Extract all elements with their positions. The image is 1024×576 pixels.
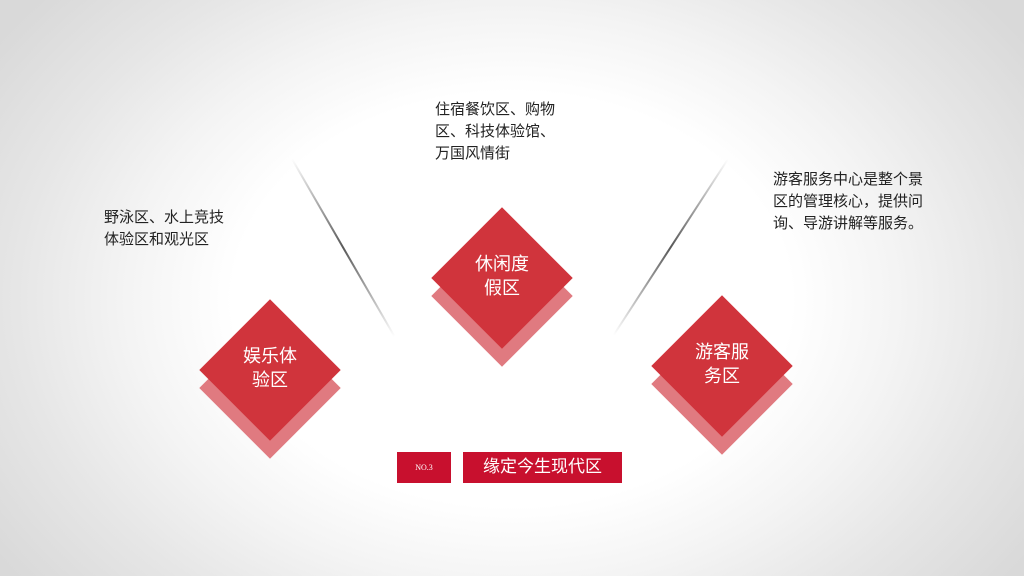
zone-right-diamond: 游客服 务区 <box>647 295 797 455</box>
zone-center-name: 休闲度 假区 <box>475 254 529 299</box>
zone-left-description: 野泳区、水上竞技 体验区和观光区 <box>104 208 225 248</box>
zone-center-description: 住宿餐饮区、购物 区、科技体验馆、 万国风情街 <box>435 100 556 162</box>
section-badge: NO.3 <box>397 452 451 483</box>
zone-right-description: 游客服务中心是整个景 区的管理核心，提供问 询、导游讲解等服务。 <box>773 170 924 232</box>
section-title: 缘定今生现代区 <box>463 452 622 483</box>
zone-right-name: 游客服 务区 <box>695 342 749 387</box>
zone-center-diamond: 休闲度 假区 <box>427 207 577 367</box>
zone-left-name: 娱乐体 验区 <box>243 346 297 391</box>
zone-left-diamond: 娱乐体 验区 <box>195 299 345 459</box>
